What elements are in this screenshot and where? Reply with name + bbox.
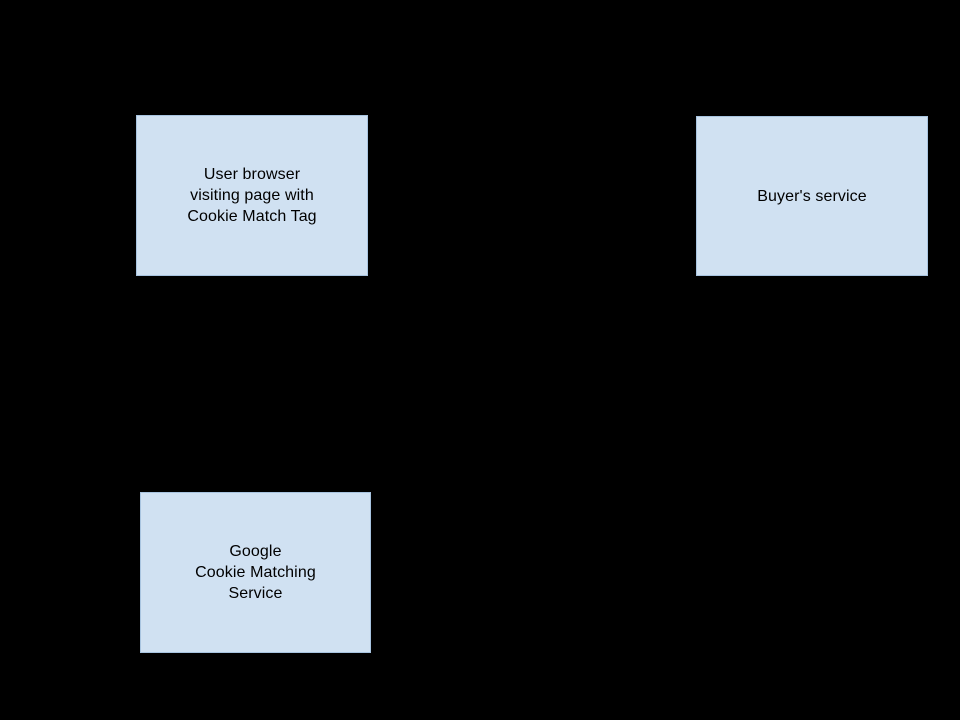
node-buyers-service[interactable]: Buyer's service xyxy=(696,116,928,276)
node-user-browser[interactable]: User browser visiting page with Cookie M… xyxy=(136,115,368,276)
node-google-cookie-matching-label: Google Cookie Matching Service xyxy=(195,543,316,602)
node-buyers-service-label: Buyer's service xyxy=(757,187,867,205)
node-google-cookie-matching[interactable]: Google Cookie Matching Service xyxy=(140,492,371,653)
node-user-browser-label: User browser visiting page with Cookie M… xyxy=(187,166,317,225)
